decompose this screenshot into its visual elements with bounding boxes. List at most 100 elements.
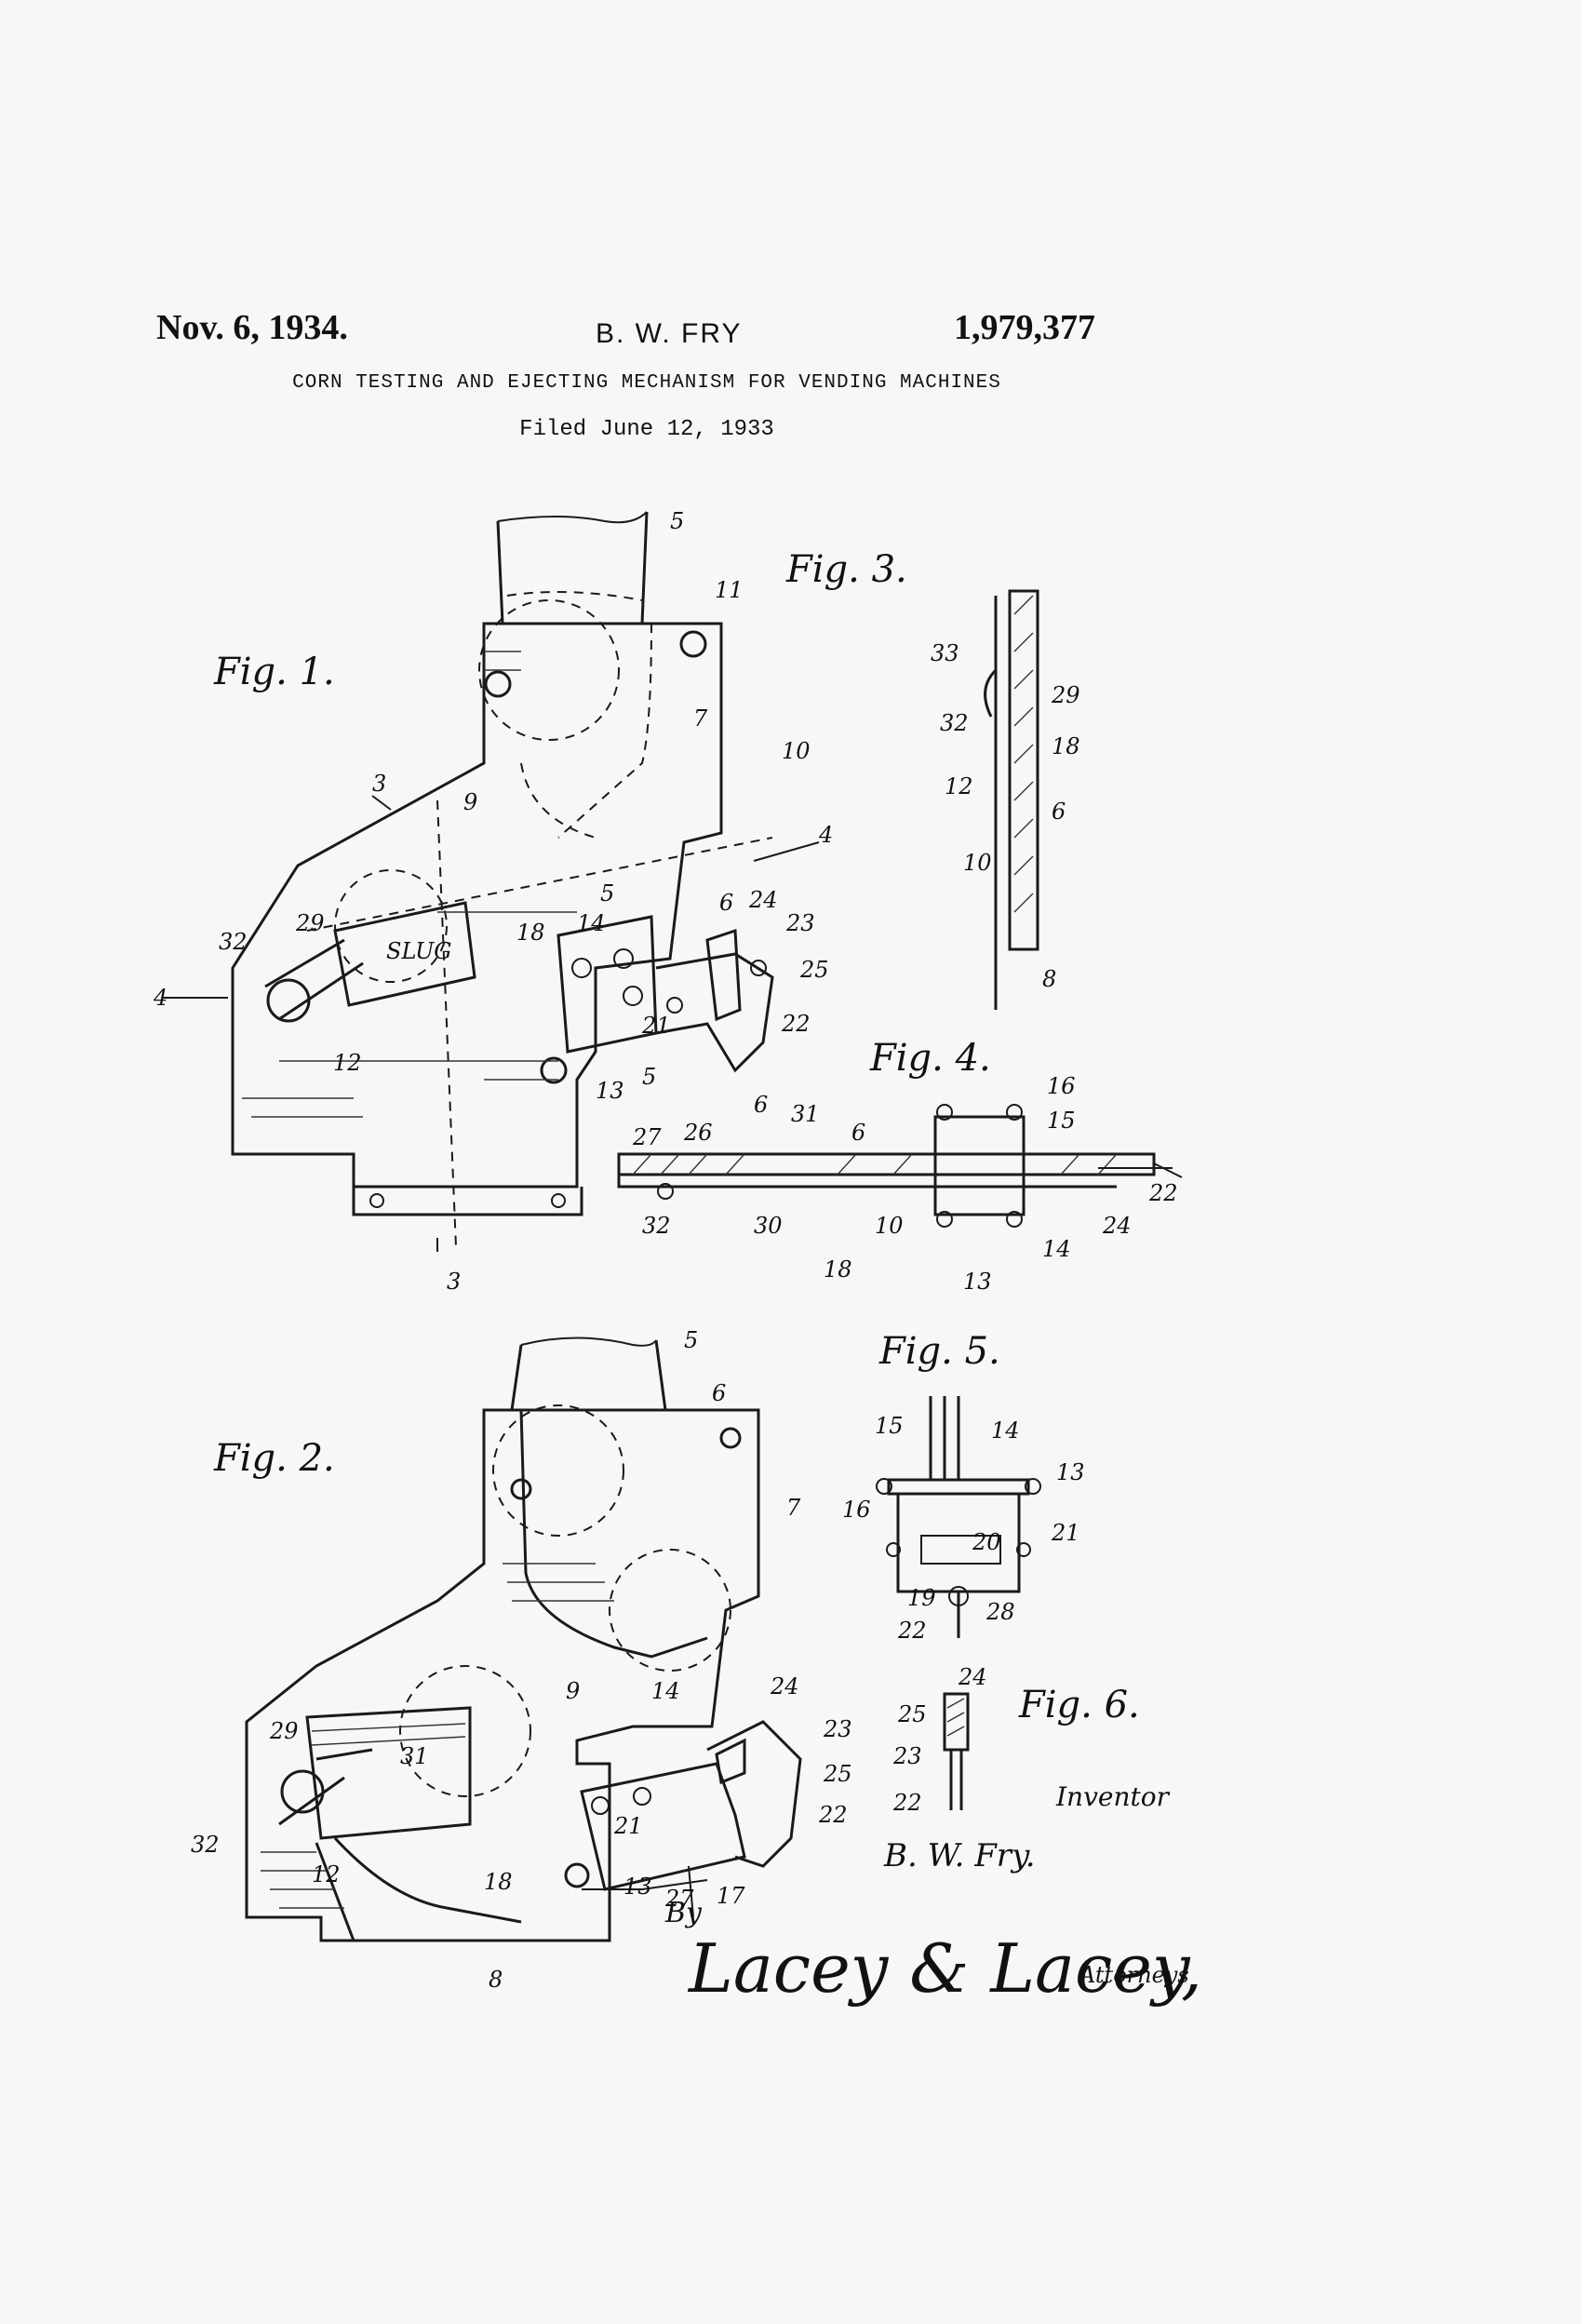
figure-1-label: Fig. 1. [213, 651, 335, 693]
svg-text:14: 14 [651, 1678, 680, 1704]
svg-text:25: 25 [823, 1761, 852, 1787]
svg-text:12: 12 [312, 1861, 341, 1887]
figure-6-drawing: Fig. 6. 24 25 23 22 [892, 1664, 1140, 1816]
by-label: By [664, 1897, 703, 1929]
svg-text:5: 5 [600, 880, 614, 907]
svg-text:18: 18 [516, 920, 545, 946]
svg-text:24: 24 [748, 887, 778, 913]
svg-text:22: 22 [892, 1790, 922, 1816]
signature-block: Inventor B. W. Fry. By Lacey & Lacey, At… [664, 1781, 1202, 2008]
svg-text:22: 22 [781, 1011, 811, 1037]
svg-text:4: 4 [818, 822, 833, 848]
figure-2-label: Fig. 2. [213, 1437, 335, 1480]
svg-text:12: 12 [945, 773, 973, 799]
svg-text:32: 32 [191, 1832, 220, 1858]
svg-text:9: 9 [566, 1678, 580, 1704]
svg-text:22: 22 [897, 1618, 927, 1644]
svg-text:24: 24 [770, 1673, 799, 1699]
svg-text:14: 14 [577, 910, 606, 936]
inventor-label: Inventor [1055, 1781, 1171, 1812]
svg-text:22: 22 [818, 1802, 848, 1828]
svg-text:5: 5 [642, 1064, 656, 1090]
svg-text:13: 13 [596, 1078, 624, 1104]
svg-text:5: 5 [684, 1327, 698, 1353]
svg-text:29: 29 [269, 1718, 299, 1744]
svg-text:23: 23 [892, 1743, 922, 1769]
svg-text:6: 6 [754, 1092, 768, 1118]
svg-text:19: 19 [907, 1585, 936, 1611]
svg-text:25: 25 [897, 1701, 927, 1727]
svg-text:29: 29 [295, 910, 325, 936]
attorneys-label: Attorneys [1078, 1962, 1189, 1988]
slug-label: SLUG [386, 938, 451, 964]
patent-date: Nov. 6, 1934. [156, 308, 348, 347]
figure-4-label: Fig. 4. [869, 1037, 991, 1080]
figure-4-drawing: Fig. 4. 16 15 31 6 32 30 10 18 13 14 24 22 [617, 1037, 1183, 1295]
svg-text:31: 31 [400, 1743, 429, 1769]
svg-text:28: 28 [985, 1599, 1015, 1625]
attorneys-signature: Lacey & Lacey, [687, 1929, 1202, 2008]
svg-text:3: 3 [447, 1269, 461, 1295]
svg-text:8: 8 [489, 1967, 503, 1993]
svg-text:6: 6 [1052, 799, 1066, 825]
svg-text:29: 29 [1051, 682, 1080, 708]
svg-text:15: 15 [875, 1413, 904, 1439]
svg-text:3: 3 [372, 771, 386, 797]
svg-text:15: 15 [1047, 1108, 1076, 1134]
figure-3-label: Fig. 3. [785, 548, 907, 591]
svg-text:20: 20 [972, 1529, 1001, 1555]
svg-text:21: 21 [613, 1813, 643, 1839]
svg-text:6: 6 [851, 1120, 865, 1146]
svg-text:16: 16 [1047, 1073, 1076, 1099]
svg-text:32: 32 [219, 929, 248, 955]
figure-5-drawing: Fig. 5. 15 14 13 16 21 20 19 28 22 [842, 1330, 1085, 1644]
svg-text:32: 32 [940, 710, 969, 736]
patent-number: 1,979,377 [954, 308, 1095, 347]
svg-text:6: 6 [719, 890, 733, 916]
svg-text:25: 25 [799, 957, 829, 983]
svg-text:6: 6 [712, 1380, 726, 1406]
svg-text:13: 13 [623, 1874, 652, 1900]
filing-date: Filed June 12, 1933 [519, 417, 774, 442]
svg-text:12: 12 [333, 1050, 362, 1076]
svg-text:7: 7 [693, 705, 708, 732]
svg-text:18: 18 [824, 1256, 852, 1283]
svg-text:13: 13 [1056, 1459, 1085, 1485]
svg-text:32: 32 [642, 1213, 671, 1239]
figure-3-drawing: Fig. 3. 33 29 32 18 12 6 10 8 [785, 548, 1080, 1010]
svg-text:22: 22 [1148, 1180, 1178, 1206]
svg-text:17: 17 [717, 1883, 745, 1909]
svg-text:10: 10 [875, 1213, 904, 1239]
svg-text:26: 26 [683, 1120, 713, 1146]
svg-text:10: 10 [782, 738, 811, 764]
patent-title: CORN TESTING AND EJECTING MECHANISM FOR … [292, 372, 1001, 394]
svg-text:23: 23 [785, 910, 815, 936]
svg-text:31: 31 [791, 1101, 820, 1127]
svg-text:14: 14 [991, 1417, 1020, 1444]
svg-text:27: 27 [632, 1124, 662, 1150]
svg-text:30: 30 [754, 1213, 783, 1239]
svg-text:18: 18 [1052, 733, 1080, 759]
inventor-name: B. W. FRY [596, 318, 743, 349]
svg-text:4: 4 [153, 985, 168, 1011]
svg-text:23: 23 [823, 1716, 852, 1742]
svg-text:27: 27 [664, 1886, 694, 1912]
svg-text:7: 7 [786, 1495, 801, 1521]
svg-text:14: 14 [1042, 1236, 1071, 1262]
svg-text:33: 33 [931, 640, 959, 666]
svg-text:24: 24 [958, 1664, 987, 1690]
svg-text:21: 21 [641, 1013, 671, 1039]
figure-5-label: Fig. 5. [878, 1330, 1000, 1373]
svg-text:9: 9 [463, 789, 477, 815]
figure-2-drawing: Fig. 2. 5 6 7 9 14 24 23 25 22 29 31 32 12 18 2… [191, 1327, 852, 1993]
svg-text:21: 21 [1051, 1520, 1080, 1546]
svg-text:24: 24 [1102, 1213, 1132, 1239]
svg-text:10: 10 [963, 850, 992, 876]
svg-text:8: 8 [1042, 966, 1056, 992]
svg-text:18: 18 [484, 1869, 513, 1895]
figure-1-drawing: Fig. 1. SLUG [153, 508, 833, 1295]
figure-6-label: Fig. 6. [1018, 1684, 1140, 1726]
svg-text:16: 16 [842, 1497, 871, 1523]
svg-text:13: 13 [963, 1269, 992, 1295]
